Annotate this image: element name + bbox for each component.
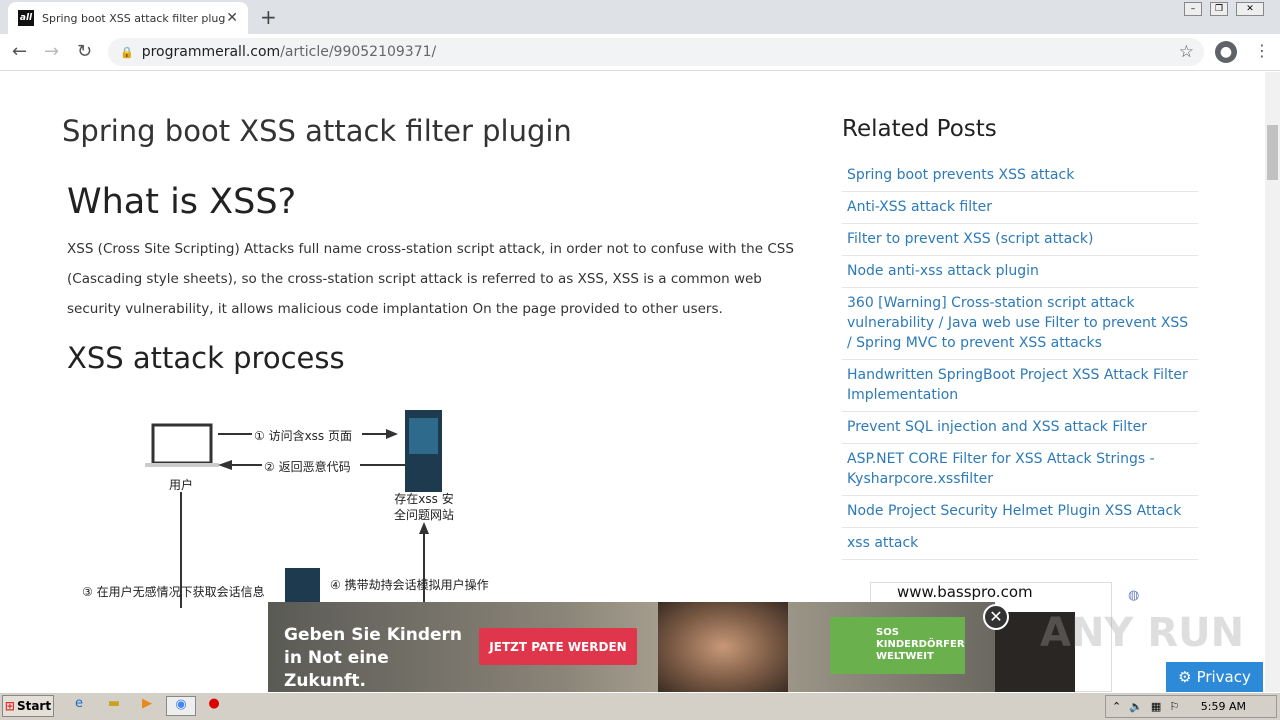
related-posts-title: Related Posts: [842, 116, 997, 142]
privacy-button[interactable]: ⚙Privacy: [1166, 662, 1263, 692]
diagram-site-label: 存在xss 安全问题网站: [393, 492, 454, 522]
laptop-icon: [151, 423, 213, 465]
system-tray: ⌃ 🔈 ▦ ⚐ 5:59 AM: [1105, 695, 1277, 718]
heading-what-is-xss: What is XSS?: [67, 182, 297, 222]
intro-paragraph: XSS (Cross Site Scripting) Attacks full …: [67, 241, 794, 317]
related-post-link[interactable]: Filter to prevent XSS (script attack): [842, 224, 1198, 256]
clock[interactable]: 5:59 AM: [1200, 700, 1246, 713]
profile-avatar-icon[interactable]: ●: [1215, 41, 1237, 63]
diagram-user-label: 用户: [169, 478, 194, 492]
privacy-label: Privacy: [1196, 668, 1251, 686]
url-host: programmerall.com: [141, 44, 281, 60]
network-icon[interactable]: ▦: [1150, 700, 1162, 713]
article-title: Spring boot XSS attack filter plugin: [62, 114, 572, 148]
lock-icon: 🔒: [120, 45, 134, 59]
related-post-link[interactable]: Prevent SQL injection and XSS attack Fil…: [842, 412, 1198, 444]
ad-child-photo: [658, 602, 788, 692]
related-post-link[interactable]: 360 [Warning] Cross-station script attac…: [842, 288, 1198, 360]
page-content: Spring boot XSS attack filter plugin Wha…: [0, 72, 1265, 692]
heading-attack-process: XSS attack process: [67, 341, 345, 375]
side-ad-url: www.basspro.com: [897, 583, 1033, 601]
ad-image-case: [995, 612, 1075, 692]
close-window-button[interactable]: ✕: [1236, 2, 1264, 16]
site-favicon: all: [18, 10, 34, 26]
tab-title: Spring boot XSS attack filter plugin -: [42, 11, 227, 25]
gear-icon: ⚙: [1178, 668, 1192, 686]
explorer-icon[interactable]: ▬: [107, 696, 121, 711]
restore-button[interactable]: ❐: [1210, 2, 1228, 16]
attacker-server-icon: [285, 568, 320, 608]
related-post-link[interactable]: Handwritten SpringBoot Project XSS Attac…: [842, 360, 1198, 412]
chrome-taskbar-icon[interactable]: ◉: [166, 696, 196, 716]
diagram-step2: ② 返回恶意代码: [264, 460, 351, 474]
menu-kebab-icon[interactable]: ⋮: [1254, 41, 1270, 60]
tray-expand-icon[interactable]: ⌃: [1112, 700, 1122, 713]
related-post-link[interactable]: xss attack: [842, 528, 1198, 560]
banner-ad[interactable]: Geben Sie Kindern in Not eine Zukunft. J…: [268, 602, 995, 692]
taskbar: [0, 692, 1280, 720]
scrollbar-thumb[interactable]: [1267, 125, 1278, 180]
ad-text: Geben Sie Kindern in Not eine Zukunft.: [284, 625, 463, 691]
diagram-step1: ① 访问含xss 页面: [254, 429, 352, 443]
sos-logo: SOS KINDERDÖRFER WELTWEIT: [830, 617, 965, 674]
windows-logo-icon: ⊞: [4, 699, 15, 713]
address-bar[interactable]: 🔒 programmerall.com/article/99052109371/…: [108, 38, 1204, 66]
reload-icon[interactable]: ↻: [77, 41, 93, 62]
diagram-step4: ④ 携带劫持会话模拟用户操作: [330, 578, 489, 592]
media-player-icon[interactable]: ▶: [142, 696, 152, 711]
browser-tab[interactable]: all Spring boot XSS attack filter plugin…: [8, 2, 248, 34]
diagram-lines: [145, 410, 442, 608]
new-tab-button[interactable]: +: [260, 5, 277, 29]
flag-icon[interactable]: ⚐: [1169, 700, 1180, 713]
antivirus-icon[interactable]: ●: [208, 696, 220, 711]
ad-cta-button[interactable]: JETZT PATE WERDEN: [479, 628, 637, 665]
bookmark-star-icon[interactable]: ☆: [1178, 42, 1194, 62]
related-post-link[interactable]: Node anti-xss attack plugin: [842, 256, 1198, 288]
back-icon[interactable]: ←: [12, 41, 28, 62]
anyrun-watermark: ANY RUN: [1040, 610, 1245, 656]
close-ad-icon[interactable]: ✕: [983, 604, 1009, 630]
volume-icon[interactable]: 🔈: [1129, 700, 1143, 713]
start-button[interactable]: ⊞Start: [2, 695, 54, 717]
forward-icon[interactable]: →: [44, 41, 60, 62]
ie-icon[interactable]: e: [75, 696, 83, 711]
url-path: /article/99052109371/: [280, 44, 437, 60]
related-post-link[interactable]: Anti-XSS attack filter: [842, 192, 1198, 224]
minimize-button[interactable]: –: [1184, 2, 1202, 16]
start-label: Start: [16, 699, 52, 713]
globe-icon: ◍: [1128, 588, 1140, 603]
related-post-link[interactable]: ASP.NET CORE Filter for XSS Attack Strin…: [842, 444, 1198, 496]
diagram-step3: ③ 在用户无感情况下获取会话信息: [82, 585, 265, 599]
related-post-link[interactable]: Node Project Security Helmet Plugin XSS …: [842, 496, 1198, 528]
related-posts-list: Spring boot prevents XSS attack Anti-XSS…: [842, 160, 1198, 560]
close-tab-icon[interactable]: ✕: [226, 10, 238, 26]
related-post-link[interactable]: Spring boot prevents XSS attack: [842, 160, 1198, 192]
vertical-scrollbar[interactable]: [1265, 72, 1280, 692]
